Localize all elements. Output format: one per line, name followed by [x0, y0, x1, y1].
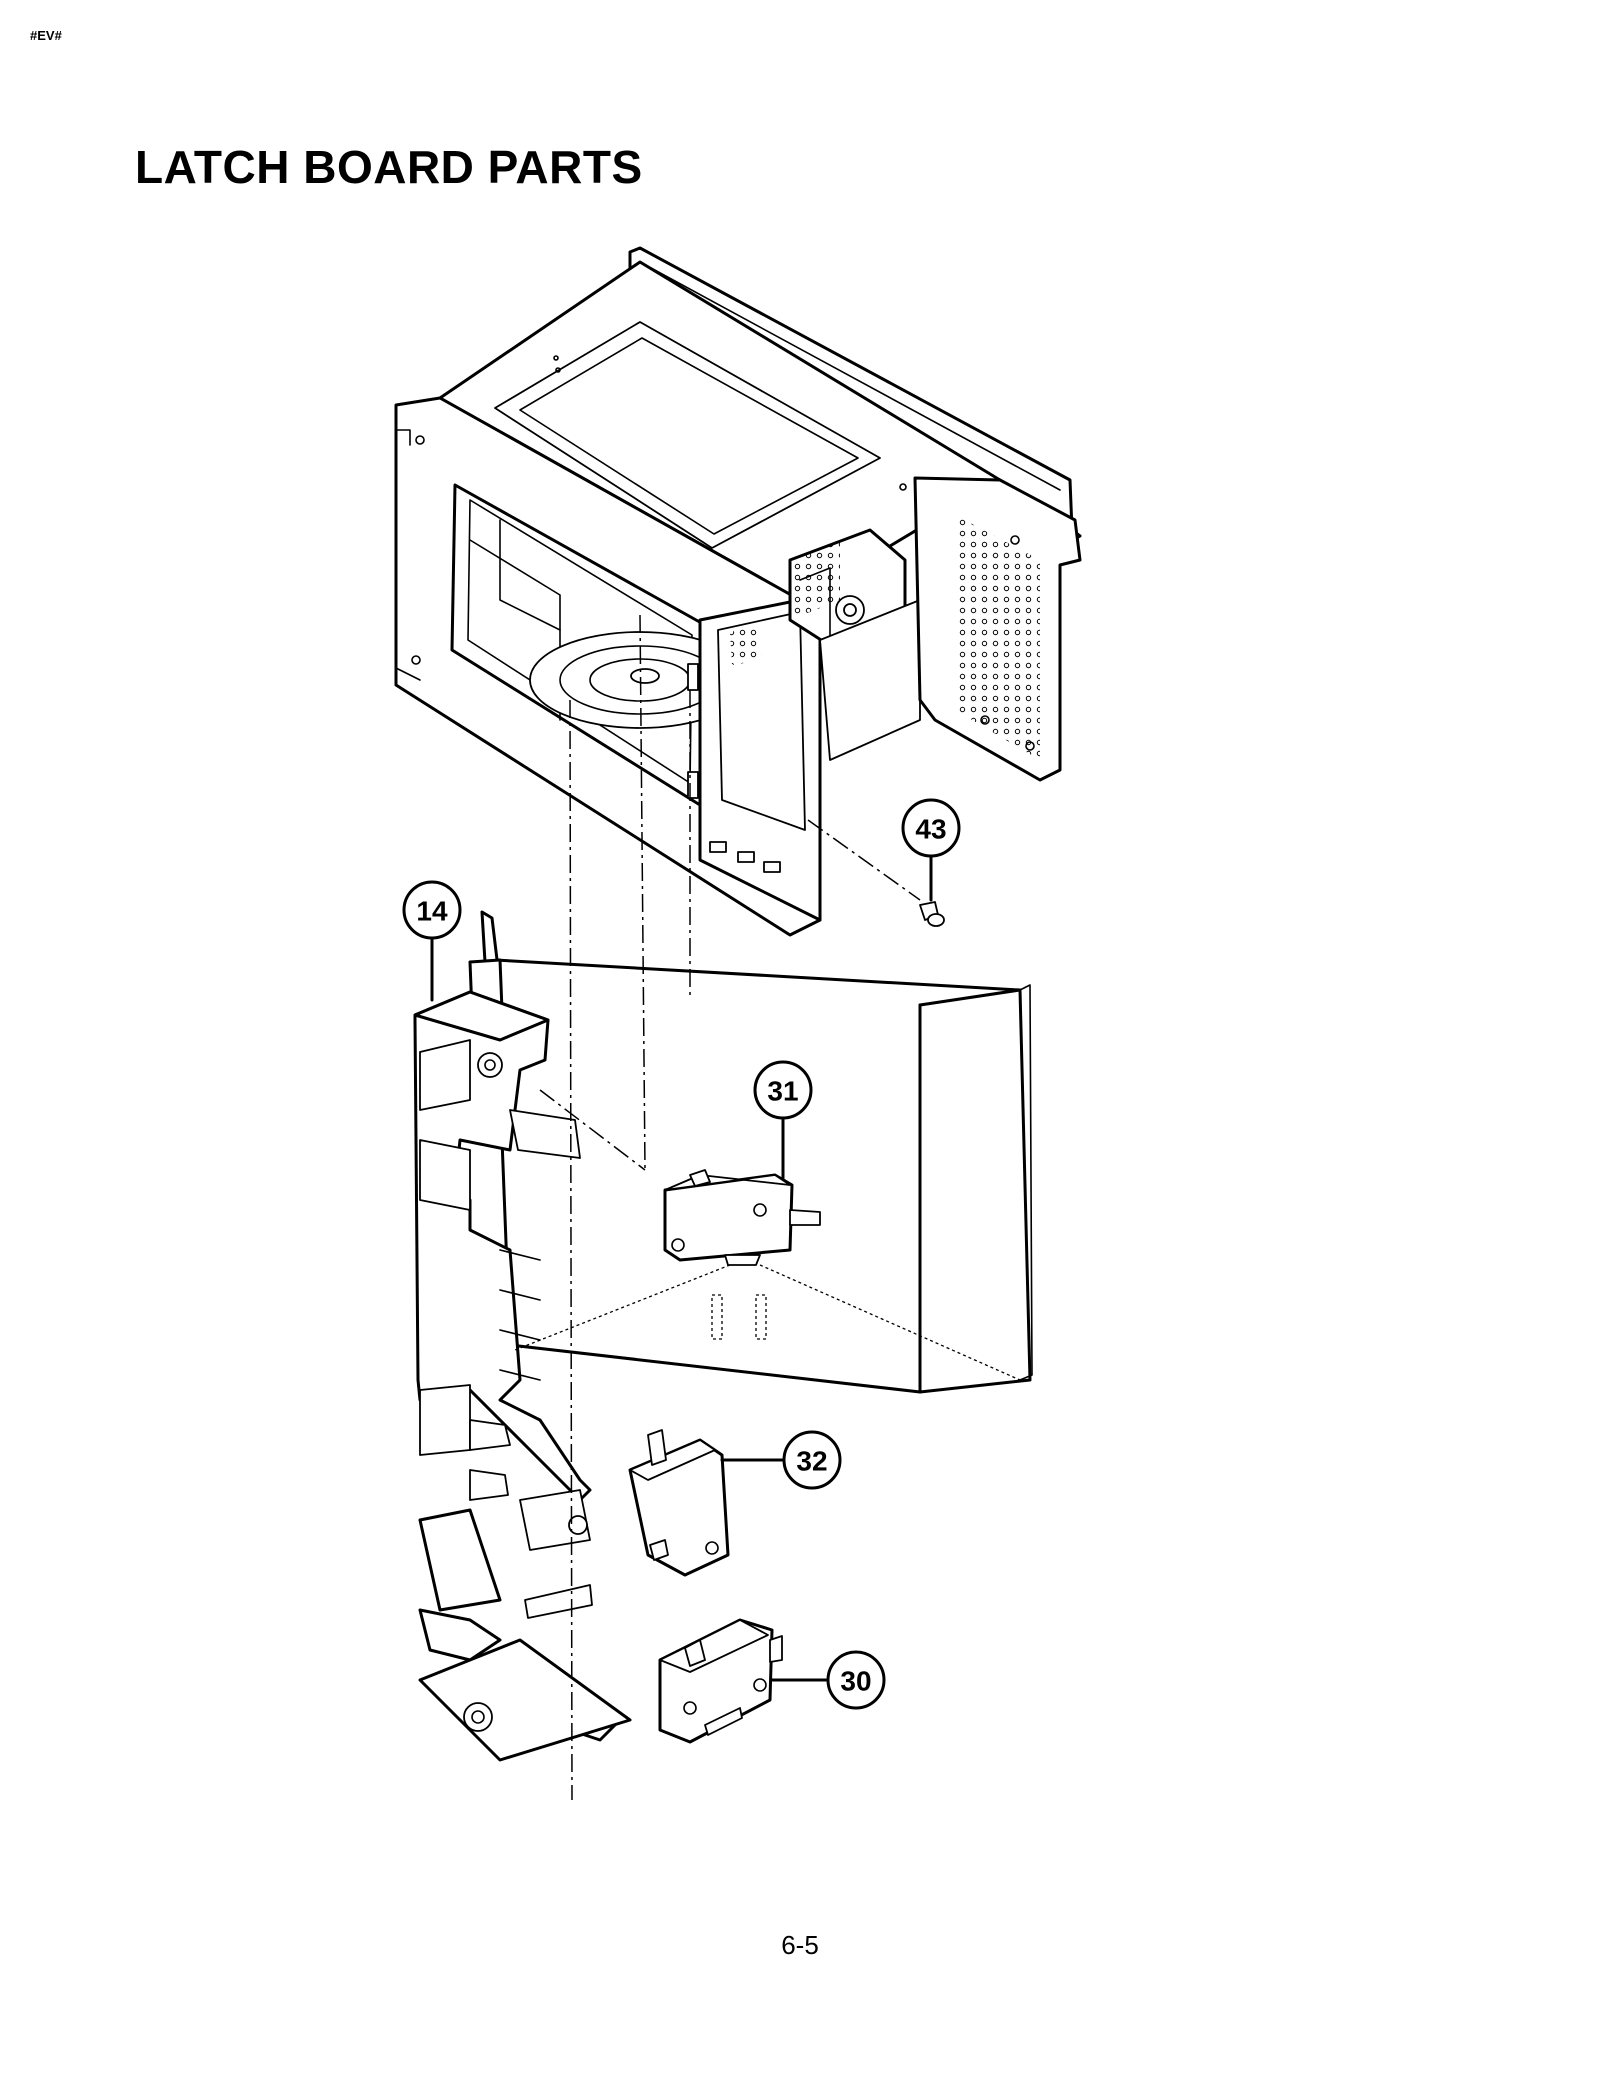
oven-cavity-assembly	[394, 246, 1082, 937]
callout-30-label: 30	[840, 1666, 871, 1697]
callout-32-label: 32	[796, 1446, 827, 1477]
callout-30	[826, 1650, 886, 1710]
micro-switch-part-32: 32	[628, 1429, 842, 1577]
callout-43-label: 43	[915, 814, 946, 845]
document-code: #EV#	[30, 28, 62, 43]
callout-32	[782, 1430, 842, 1490]
assembly-guide-lines	[539, 614, 691, 1801]
screw-part-43: 43	[807, 798, 961, 927]
callout-14	[402, 880, 462, 940]
callout-31	[753, 1060, 813, 1120]
page-title: LATCH BOARD PARTS	[135, 141, 643, 193]
callout-14-label: 14	[416, 896, 448, 927]
micro-switch-part-31: 31	[514, 1060, 1021, 1381]
callout-31-label: 31	[767, 1076, 798, 1107]
latch-housing-part-14: 14	[402, 880, 632, 1762]
callout-43	[901, 798, 961, 858]
micro-switch-part-30: 30	[658, 1618, 886, 1744]
page-number: 6-5	[781, 1930, 819, 1960]
